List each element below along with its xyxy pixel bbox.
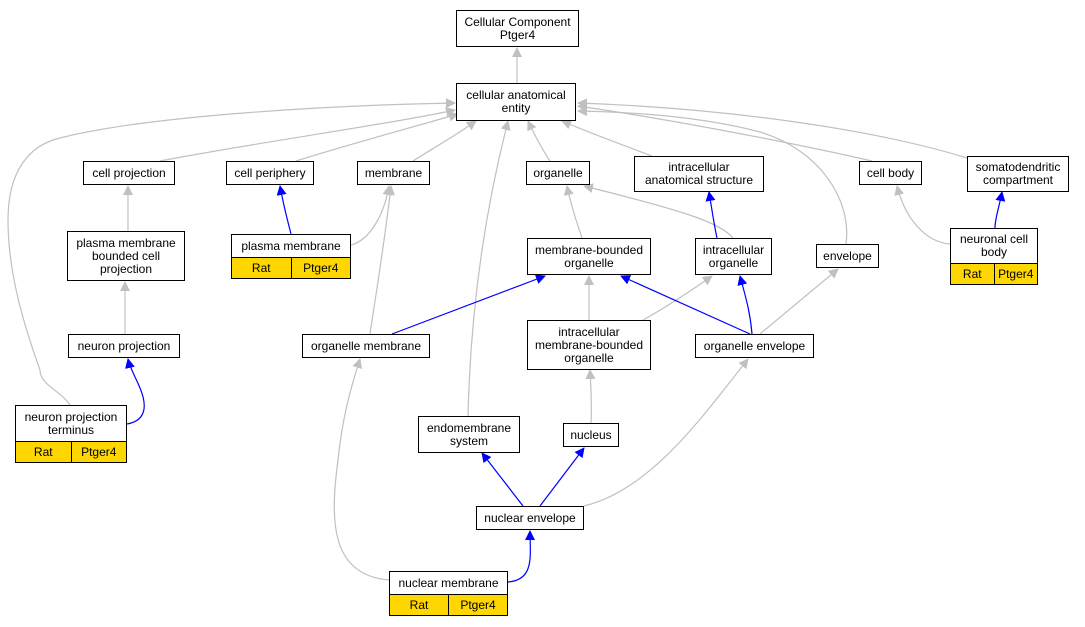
edge-part-of-intracellular_organelle-to-ias (705, 191, 718, 239)
annotation-gene: Ptger4 (993, 264, 1037, 284)
annotation-species: Rat (16, 442, 71, 462)
edge-part-of-plasma_membrane-to-cell_periphery (276, 185, 292, 235)
edge-is-a-nuclear_envelope-to-organelle_envelope (583, 358, 749, 507)
edge-part-of-organelle_envelope-to-mbo (620, 275, 751, 335)
edge-is-a-ias-to-cae (561, 119, 653, 157)
node-organelle-membrane[interactable]: organelle membrane (302, 334, 430, 358)
annotation-gene: Ptger4 (448, 595, 507, 615)
node-cell-projection[interactable]: cell projection (83, 161, 175, 185)
node-cell-body[interactable]: cell body (859, 161, 922, 185)
edge-part-of-organelle_envelope-to-intracellular_organelle (737, 275, 753, 335)
annotation-nuclear-membrane: Rat Ptger4 (389, 594, 508, 616)
annotation-neuron-projection-terminus: Rat Ptger4 (15, 441, 127, 463)
edge-is-a-organelle-to-cae (527, 120, 551, 162)
node-root[interactable]: Cellular Component Ptger4 (456, 10, 579, 47)
node-nuclear-envelope[interactable]: nuclear envelope (476, 506, 584, 530)
edge-is-a-organelle_membrane-to-membrane (369, 185, 395, 335)
edge-part-of-nuclear_envelope-to-nucleus (539, 447, 585, 507)
edge-is-a-cell_periphery-to-cae (295, 111, 459, 162)
edge-is-a-intracellular_organelle-to-organelle (583, 183, 734, 239)
node-membrane[interactable]: membrane (357, 161, 430, 185)
node-neuron-projection-terminus[interactable]: neuron projection terminus (15, 405, 127, 442)
edge-is-a-endomembrane-to-cae (467, 120, 511, 417)
node-cellular-anatomical-entity[interactable]: cellular anatomical entity (456, 83, 576, 121)
edge-is-a-nuclear_membrane-to-organelle_membrane (333, 358, 390, 581)
edge-is-a-mbo-to-organelle (563, 185, 583, 239)
annotation-species: Rat (232, 258, 291, 278)
edge-part-of-nuclear_envelope-to-endomembrane (481, 452, 524, 507)
node-neuronal-cell-body[interactable]: neuronal cell body (950, 228, 1038, 264)
node-intracellular-membrane-bounded-organelle[interactable]: intracellular membrane-bounded organelle (527, 320, 651, 370)
edge-part-of-nuclear_membrane-to-nuclear_envelope (507, 530, 536, 583)
node-plasma-membrane[interactable]: plasma membrane (231, 234, 351, 258)
edge-is-a-npt-to-cae (7, 98, 456, 406)
edge-is-a-envelope-to-cae (577, 106, 848, 245)
edge-is-a-plasma_membrane-to-membrane (350, 185, 393, 246)
annotation-gene: Ptger4 (70, 442, 126, 462)
node-organelle[interactable]: organelle (526, 161, 590, 185)
edge-is-a-cell_projection-to-cae (159, 107, 456, 162)
node-nucleus[interactable]: nucleus (563, 423, 619, 447)
node-membrane-bounded-organelle[interactable]: membrane-bounded organelle (527, 238, 651, 275)
edge-is-a-membrane-to-cae (412, 120, 477, 162)
node-plasma-membrane-bounded-cell-projection[interactable]: plasma membrane bounded cell projection (67, 231, 185, 281)
edge-is-a-cell_body-to-cae (577, 102, 873, 162)
node-endomembrane-system[interactable]: endomembrane system (418, 416, 520, 453)
node-neuron-projection[interactable]: neuron projection (68, 334, 180, 358)
node-cell-periphery[interactable]: cell periphery (226, 161, 314, 185)
edge-is-a-organelle_envelope-to-envelope (759, 268, 839, 335)
node-intracellular-organelle[interactable]: intracellular organelle (695, 238, 772, 275)
node-somatodendritic-compartment[interactable]: somatodendritic compartment (967, 156, 1069, 192)
node-intracellular-anatomical-structure[interactable]: intracellular anatomical structure (634, 156, 764, 192)
annotation-plasma-membrane: Rat Ptger4 (231, 257, 351, 279)
annotation-gene: Ptger4 (290, 258, 350, 278)
annotation-species: Rat (951, 264, 994, 284)
edge-part-of-npt-to-neuron_projection (125, 358, 145, 425)
node-nuclear-membrane[interactable]: nuclear membrane (389, 571, 508, 595)
edge-is-a-nucleus-to-imbo (585, 369, 596, 424)
annotation-species: Rat (390, 595, 448, 615)
edge-is-a-somatodendritic-to-cae (577, 98, 968, 159)
edge-part-of-neuronal_cell_body-to-somatodendritic (994, 191, 1006, 229)
edge-is-a-imbo-to-intracellular_organelle (642, 275, 713, 321)
annotation-neuronal-cell-body: Rat Ptger4 (950, 263, 1038, 285)
edge-is-a-neuronal_cell_body-to-cell_body (894, 185, 951, 245)
node-envelope[interactable]: envelope (816, 244, 879, 268)
node-organelle-envelope[interactable]: organelle envelope (695, 334, 814, 358)
edge-part-of-organelle_membrane-to-mbo (391, 274, 546, 335)
